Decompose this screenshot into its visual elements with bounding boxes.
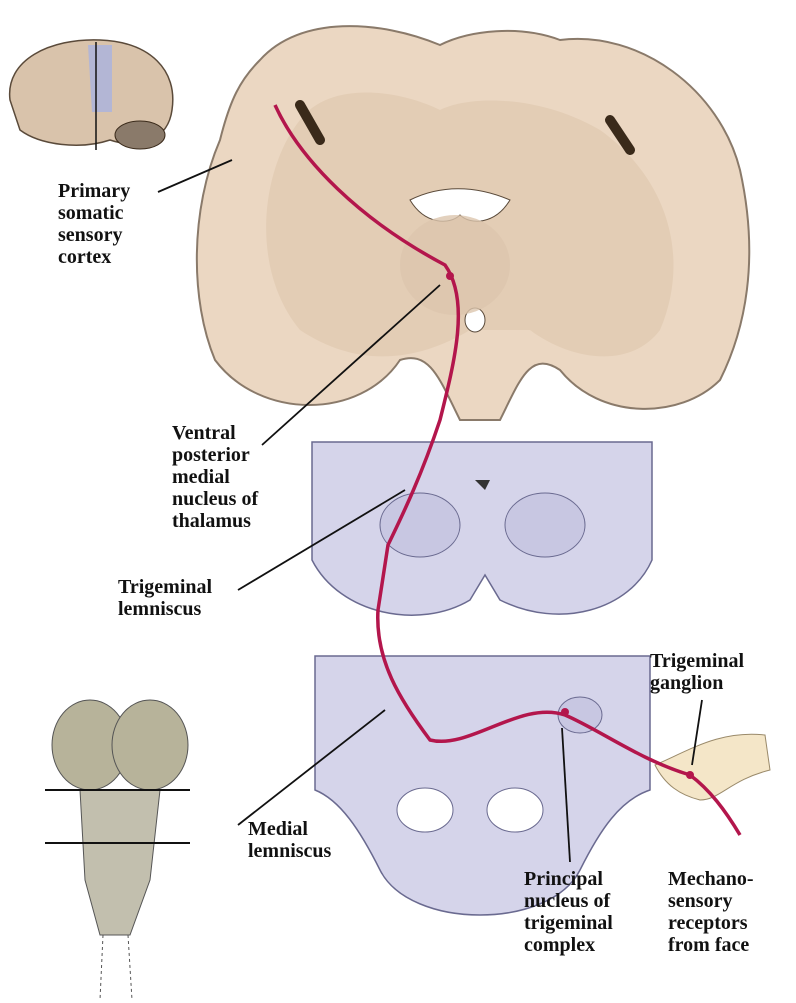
label-trigeminal-lemniscus: Trigeminal lemniscus bbox=[118, 576, 213, 620]
lateral-brain-inset bbox=[9, 39, 174, 150]
label-medial-lemniscus: Medial lemniscus bbox=[248, 818, 332, 862]
pons-section bbox=[311, 441, 653, 616]
label-primary-somatic-sensory-cortex: Primary somatic sensory cortex bbox=[58, 180, 131, 268]
label-principal-nucleus: Principal nucleus of trigeminal complex bbox=[524, 868, 613, 956]
medulla-section bbox=[314, 655, 651, 916]
label-trigeminal-ganglion: Trigeminal ganglion bbox=[650, 650, 745, 694]
label-mechanosensory-receptors: Mechano- sensory receptors from face bbox=[668, 868, 754, 956]
trigeminal-ganglion-shape bbox=[654, 733, 771, 801]
label-ventral-posterior-medial-nucleus: Ventral posterior medial nucleus of thal… bbox=[172, 422, 259, 532]
coronal-brain-section bbox=[195, 25, 751, 421]
leader-lines bbox=[157, 159, 703, 863]
trigeminal-pathway bbox=[273, 104, 742, 836]
brainstem-inset bbox=[45, 699, 190, 1001]
